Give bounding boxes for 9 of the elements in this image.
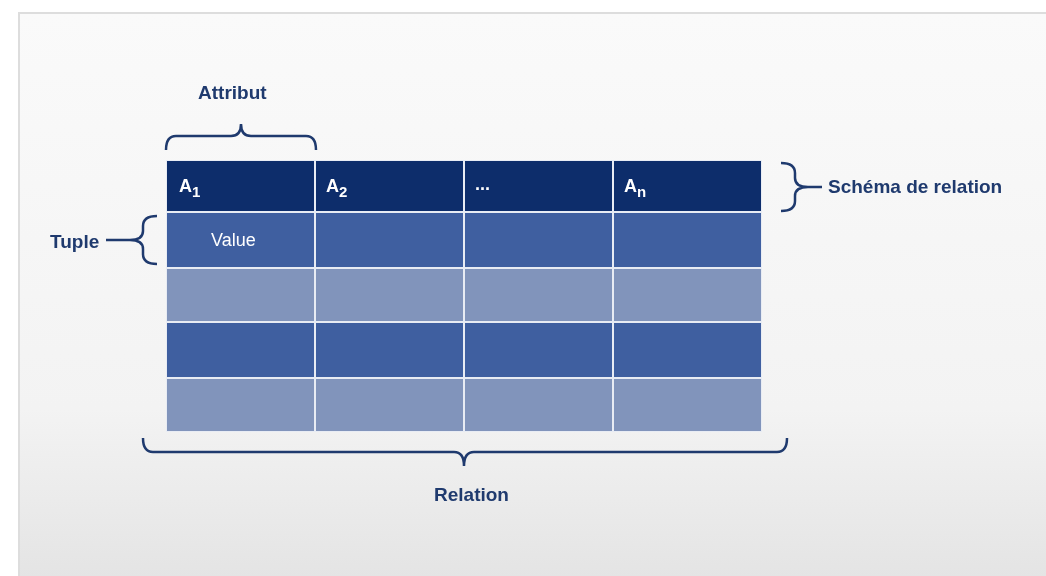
annotation-label: Tuple xyxy=(50,231,100,253)
cell-value: Value xyxy=(211,230,256,251)
column-header: A$_{1}$ xyxy=(179,176,201,200)
column-header: A$_{n}$ xyxy=(624,176,647,200)
annotation-label: Relation xyxy=(434,484,509,506)
annotation-label: Schéma de relation xyxy=(828,176,1003,198)
column-header: ... xyxy=(475,174,490,195)
annotation-label: Attribut xyxy=(198,82,267,104)
column-header: A$_{2}$ xyxy=(326,176,348,200)
